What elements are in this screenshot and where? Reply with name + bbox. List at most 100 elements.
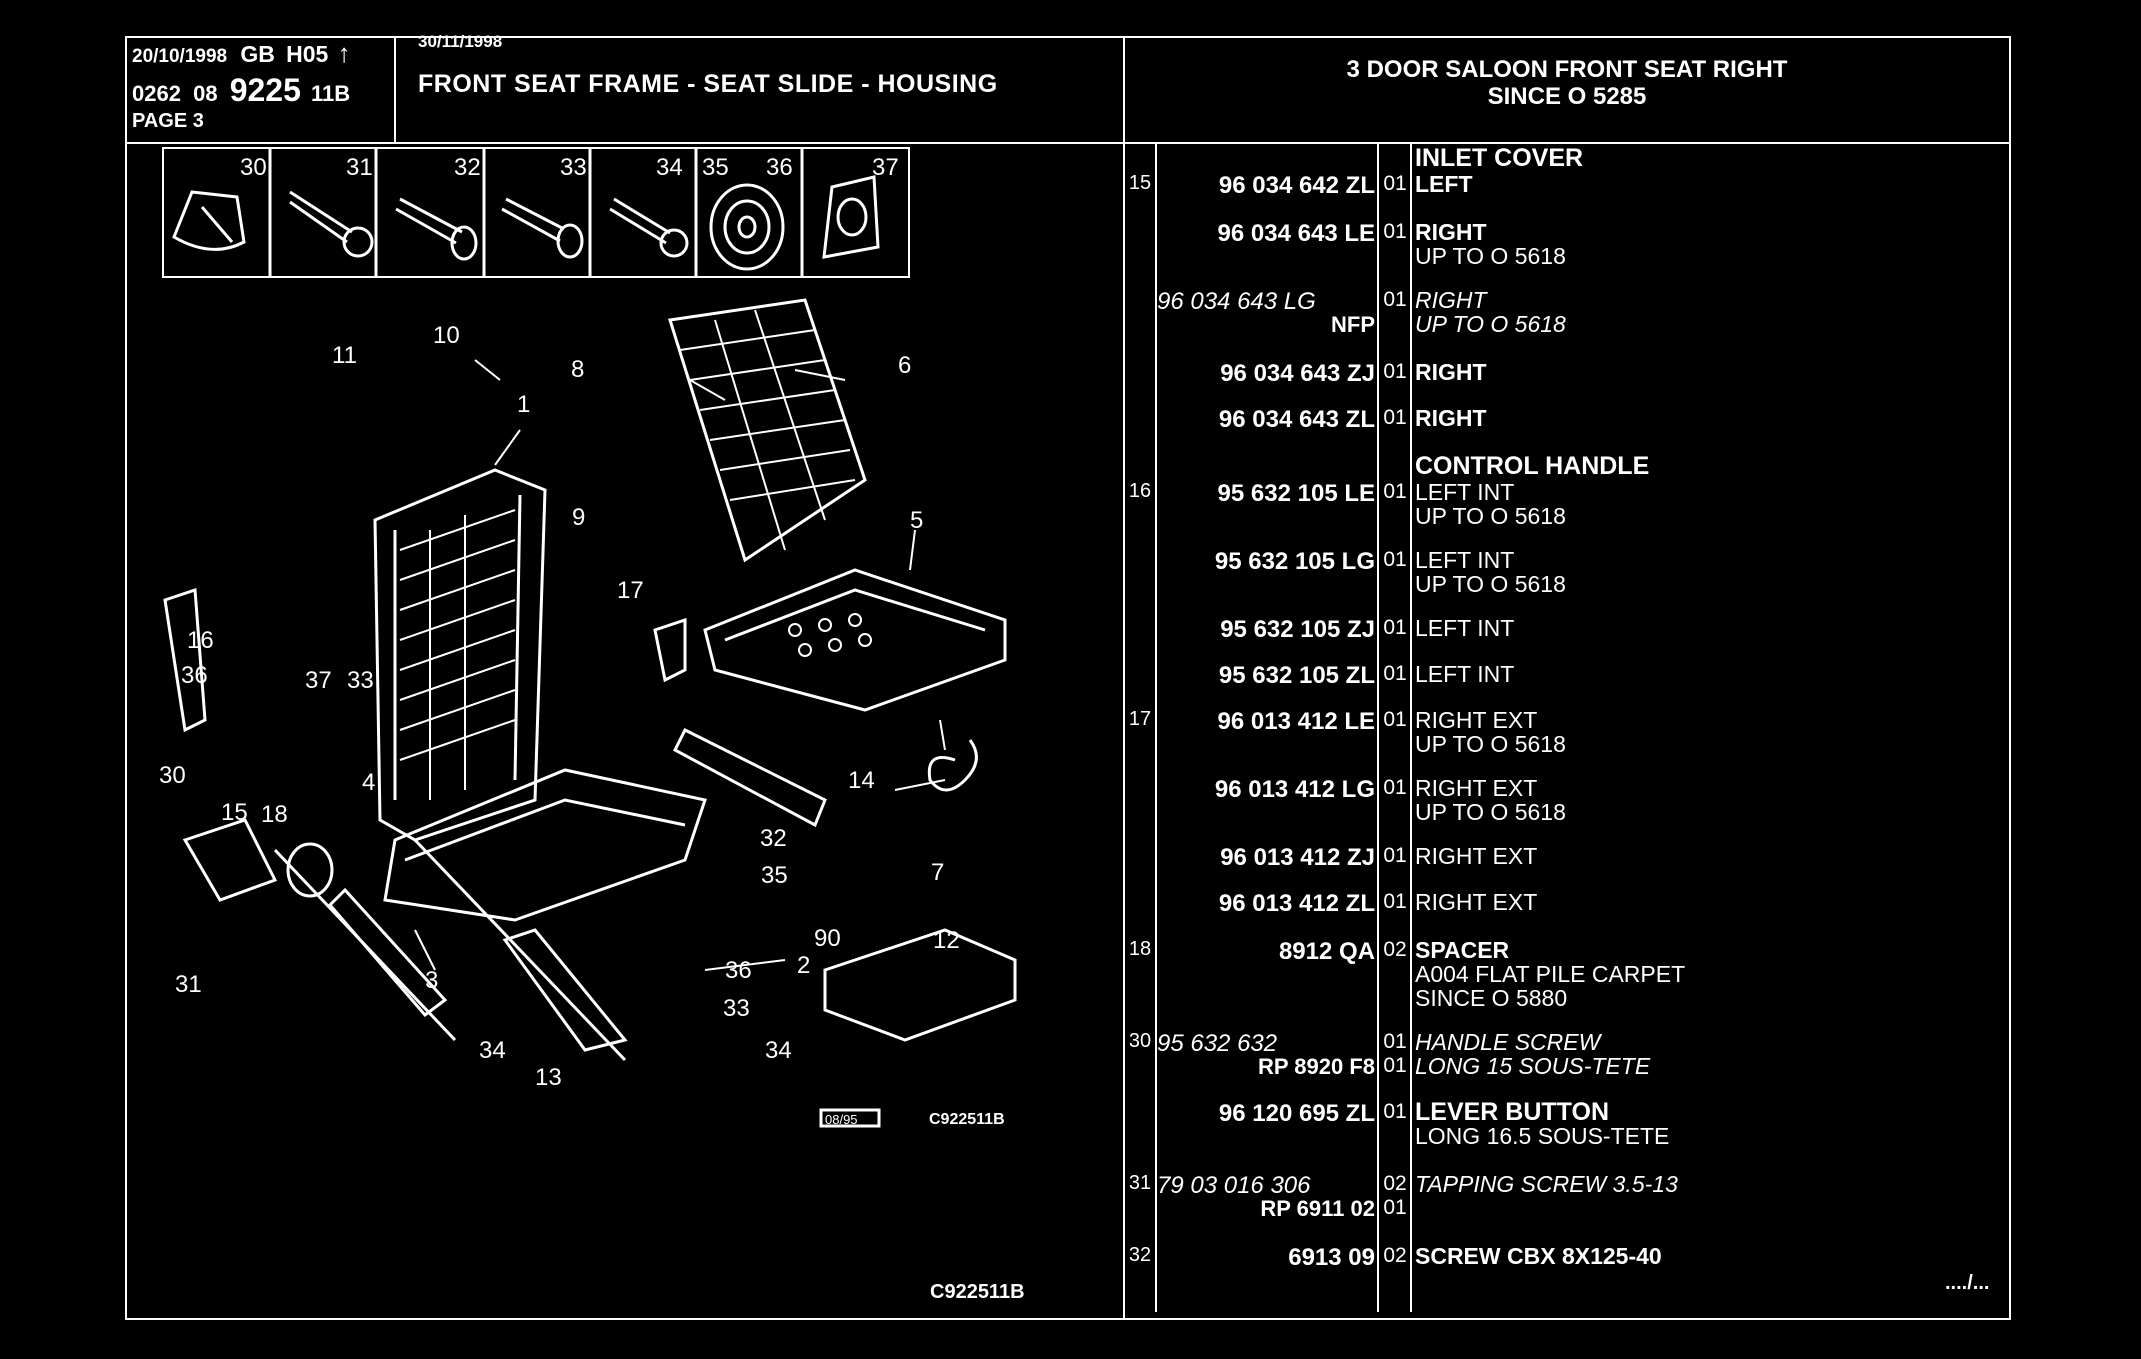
continuation-mark: ..../... <box>1945 1272 1990 1294</box>
parts-list: INLET COVER 15 96 034 642 ZL 01 LEFT 96 … <box>1125 142 2009 1318</box>
callout-2: 2 <box>797 952 810 979</box>
row-desc-note: UP TO O 5618 <box>1415 571 1566 597</box>
row-qty: 01 <box>1383 220 1407 243</box>
row-desc: LEFT INT <box>1415 615 1515 641</box>
part-number: 95 632 632 <box>1157 1030 1278 1057</box>
ref-suffix: 11B <box>311 81 351 106</box>
part-number-alt: RP 8920 F8 <box>1257 1054 1375 1079</box>
row-desc-note-2: SINCE O 5880 <box>1415 985 1568 1011</box>
right-title-line1: 3 DOOR SALOON FRONT SEAT RIGHT <box>1346 56 1788 83</box>
diagram-code-bottom: C922511B <box>930 1281 1025 1303</box>
parts-row: 96 013 412 ZJ 01 RIGHT EXT <box>1125 844 2009 874</box>
strip-label-30: 30 <box>240 154 267 181</box>
row-desc: RIGHT EXT <box>1415 843 1538 869</box>
row-desc: RIGHT EXT <box>1415 775 1538 801</box>
row-qty-alt: 01 <box>1383 1196 1407 1219</box>
row-desc: RIGHT <box>1415 287 1487 313</box>
strip-label-32: 32 <box>454 154 481 181</box>
ref-b: 08 <box>193 81 218 106</box>
part-number: 96 120 695 ZL <box>1218 1100 1375 1127</box>
part-number: 96 034 642 ZL <box>1218 172 1375 199</box>
part-number: 96 013 412 LG <box>1214 776 1375 803</box>
row-ref: 15 <box>1128 172 1152 194</box>
callout-9: 9 <box>572 504 585 531</box>
callout-12: 12 <box>933 927 960 954</box>
row-qty: 01 <box>1383 360 1407 383</box>
callout-14: 14 <box>848 767 875 794</box>
part-number: 8912 QA <box>1278 938 1375 965</box>
row-desc-note: UP TO O 5618 <box>1415 731 1566 757</box>
ref-main: 9225 <box>229 72 301 108</box>
center-divider <box>1123 36 1125 1320</box>
header-rule <box>125 142 2011 144</box>
row-desc: TAPPING SCREW 3.5-13 <box>1415 1171 1678 1197</box>
row-desc: LEVER BUTTON <box>1415 1098 1609 1126</box>
row-desc: RIGHT EXT <box>1415 889 1538 915</box>
callout-10: 10 <box>433 322 460 349</box>
hardware-strip-icons: 30 31 32 33 34 35 36 37 <box>172 147 899 278</box>
callout-13: 13 <box>535 1064 562 1091</box>
row-qty: 01 <box>1383 708 1407 731</box>
parts-row: 32 6913 09 02 SCREW CBX 8X125-40 <box>1125 1244 2009 1274</box>
row-qty: 01 <box>1383 1030 1407 1053</box>
market-code: GB <box>240 41 275 67</box>
heading-control-handle: CONTROL HANDLE <box>1415 452 1650 480</box>
ref-a: 0262 <box>132 81 181 106</box>
row-ref: 30 <box>1128 1030 1152 1052</box>
row-qty: 02 <box>1383 938 1407 961</box>
callout-33b: 33 <box>723 995 750 1022</box>
row-qty: 01 <box>1383 288 1407 311</box>
row-desc: RIGHT <box>1415 359 1487 385</box>
row-qty: 01 <box>1383 616 1407 639</box>
callout-34b: 34 <box>765 1037 792 1064</box>
part-number: 95 632 105 LG <box>1214 548 1375 575</box>
parts-row: 95 632 105 ZJ 01 LEFT INT <box>1125 616 2009 646</box>
callout-34: 34 <box>479 1037 506 1064</box>
row-desc-note: LONG 16.5 SOUS-TETE <box>1415 1123 1670 1149</box>
header-date-left: 20/10/1998 GB H05 ↑ <box>132 38 351 69</box>
part-number-alt: RP 6911 02 <box>1260 1196 1375 1221</box>
row-ref: 32 <box>1128 1244 1152 1266</box>
stamp-box: 08/95 <box>825 1112 858 1127</box>
callout-30: 30 <box>159 762 186 789</box>
callout-6: 6 <box>898 352 911 379</box>
row-desc-note: UP TO O 5618 <box>1415 243 1566 269</box>
part-number: 96 034 643 ZJ <box>1220 360 1375 387</box>
row-qty: 01 <box>1383 172 1407 195</box>
callout-37: 37 <box>305 667 332 694</box>
header-ref-line: 0262 08 9225 11B <box>132 72 350 109</box>
diagram-code-small: C922511B <box>929 1111 1005 1128</box>
callout-36: 36 <box>181 662 208 689</box>
row-desc-note: UP TO O 5618 <box>1415 799 1566 825</box>
strip-label-36: 36 <box>766 154 793 181</box>
row-qty: 01 <box>1383 1100 1407 1123</box>
row-desc: SCREW CBX 8X125-40 <box>1415 1243 1662 1269</box>
date-center: 30/11/1998 <box>418 32 503 51</box>
callout-32: 32 <box>760 825 787 852</box>
row-ref: 31 <box>1128 1172 1152 1194</box>
callout-3: 3 <box>425 967 438 994</box>
callout-90: 90 <box>814 925 841 952</box>
parts-row: 15 96 034 642 ZL 01 LEFT <box>1125 172 2009 202</box>
page-number: PAGE 3 <box>132 110 204 132</box>
row-desc: RIGHT <box>1415 405 1487 431</box>
callout-33: 33 <box>347 667 374 694</box>
part-number: 95 632 105 ZJ <box>1220 616 1375 643</box>
row-desc: LEFT INT <box>1415 661 1515 687</box>
part-number: 6913 09 <box>1288 1244 1375 1271</box>
code-h05: H05 <box>286 41 329 67</box>
strip-label-34: 34 <box>656 154 683 181</box>
row-desc: LEFT INT <box>1415 479 1515 505</box>
row-ref: 16 <box>1128 480 1152 502</box>
part-number: 96 034 643 LG <box>1157 288 1316 315</box>
exploded-seat-diagram: 1 2 3 4 5 6 7 8 9 10 11 12 13 14 15 16 1… <box>159 298 1025 1303</box>
row-desc-note: LONG 15 SOUS-TETE <box>1415 1053 1651 1079</box>
row-qty-alt: 01 <box>1383 1054 1407 1077</box>
part-number: 96 034 643 ZL <box>1218 406 1375 433</box>
parts-row: 96 034 643 ZJ 01 RIGHT <box>1125 360 2009 390</box>
